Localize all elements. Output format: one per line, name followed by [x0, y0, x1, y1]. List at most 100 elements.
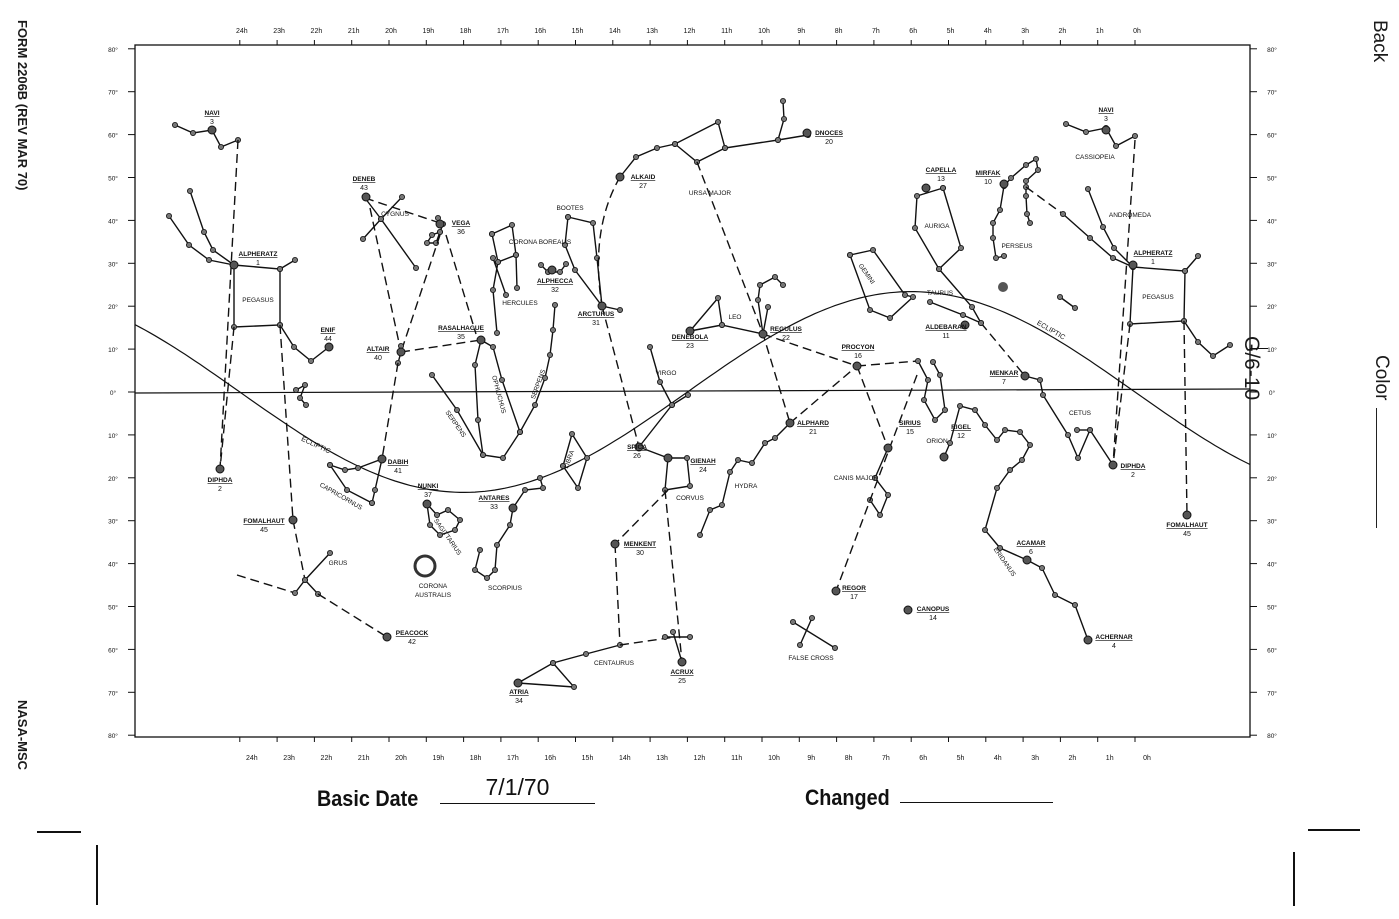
dec-label-right: 10°	[1267, 346, 1277, 354]
nav-star-dot[interactable]	[476, 335, 486, 345]
star-dot	[1019, 456, 1026, 463]
nav-star-navi[interactable]: NAVI 3	[204, 110, 220, 135]
nav-star-dot[interactable]	[802, 128, 812, 138]
nav-star-dot[interactable]	[547, 265, 557, 275]
dec-label-right: 50°	[1267, 175, 1277, 183]
nav-star-dot[interactable]	[685, 326, 695, 336]
star-dot	[451, 527, 458, 534]
dec-label-left: 20°	[108, 303, 118, 311]
nav-star-dot[interactable]	[1128, 260, 1138, 270]
nav-star-dot[interactable]	[610, 539, 620, 549]
nav-star-dot[interactable]	[435, 219, 445, 229]
nav-star-dot[interactable]	[831, 586, 841, 596]
nav-star-dot[interactable]	[903, 605, 913, 615]
nav-star-dot[interactable]	[883, 443, 893, 453]
nav-star-dot[interactable]	[960, 320, 970, 330]
constellation-line	[619, 120, 726, 178]
nav-star-dot[interactable]	[422, 499, 432, 509]
nav-star-dot[interactable]	[615, 172, 625, 182]
star-dot	[982, 527, 989, 534]
nav-star-dot[interactable]	[939, 452, 949, 462]
nav-star-dot[interactable]	[288, 515, 298, 525]
nav-star-dot[interactable]	[377, 454, 387, 464]
nav-star-dot[interactable]	[1083, 635, 1093, 645]
star-dot	[1023, 177, 1030, 184]
nav-star-dot[interactable]	[1020, 371, 1030, 381]
star-dot	[1210, 352, 1217, 359]
nav-star-dot[interactable]	[207, 125, 217, 135]
nav-star-dot[interactable]	[758, 329, 768, 339]
nav-star-dot[interactable]	[229, 260, 239, 270]
nav-star-dot[interactable]	[508, 503, 518, 513]
nav-star-dot[interactable]	[597, 301, 607, 311]
nav-star-dot[interactable]	[1101, 125, 1111, 135]
nav-star-dot[interactable]	[921, 183, 931, 193]
nav-star-dot[interactable]	[852, 361, 862, 371]
nav-star-dot[interactable]	[361, 192, 371, 202]
nav-star-number: 3	[210, 119, 214, 126]
nav-star-dot[interactable]	[324, 342, 334, 352]
nav-star-name: NAVI	[204, 110, 219, 117]
star-dot	[872, 474, 879, 481]
nav-star-dot[interactable]	[663, 453, 673, 463]
star-dot	[757, 281, 764, 288]
nav-star-number: 3	[1104, 116, 1108, 123]
nav-star-dot[interactable]	[1108, 460, 1118, 470]
ra-label-top: 9h	[797, 28, 805, 35]
nav-star-dot[interactable]	[396, 347, 406, 357]
nav-star-dot[interactable]	[999, 179, 1009, 189]
nav-star-dot[interactable]	[1022, 555, 1032, 565]
organization: NASA-MSC	[15, 700, 30, 771]
ra-label-bottom: 24h	[246, 755, 258, 762]
nav-star-dot[interactable]	[785, 418, 795, 428]
nav-star-dot[interactable]	[513, 678, 523, 688]
ecliptic-curve	[134, 291, 1251, 493]
star-dot	[571, 684, 578, 691]
nav-star-dot[interactable]	[215, 464, 225, 474]
nav-star-dot[interactable]	[634, 442, 644, 452]
nav-star-dot[interactable]	[1182, 510, 1192, 520]
nav-star-dot[interactable]	[677, 657, 687, 667]
nav-star-dot[interactable]	[382, 632, 392, 642]
star-dot	[921, 396, 928, 403]
